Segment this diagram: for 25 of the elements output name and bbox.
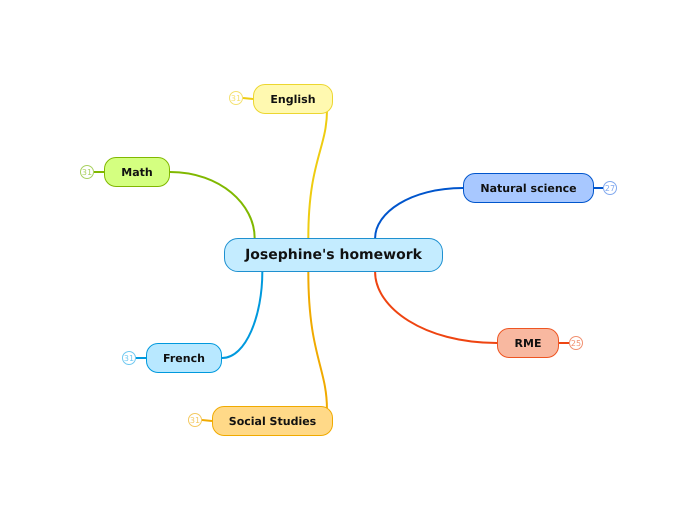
central-topic: Josephine's homework — [224, 238, 443, 272]
branch-line — [559, 342, 569, 344]
branch-line — [136, 357, 146, 359]
branch-line — [374, 272, 498, 344]
branch-line — [94, 171, 104, 173]
topic-node: Natural science — [463, 173, 594, 203]
topic-node: Social Studies — [212, 406, 333, 436]
topic-node: Math — [104, 157, 170, 187]
topic-node: RME — [497, 328, 559, 358]
topic-node: French — [146, 343, 222, 373]
branch-line — [202, 419, 212, 422]
branch-line — [170, 171, 256, 238]
branch-line — [222, 272, 264, 359]
branch-line — [307, 272, 328, 410]
count-badge: 31 — [229, 91, 243, 105]
branch-line — [307, 110, 328, 238]
count-badge: 31 — [122, 351, 136, 365]
topic-node: English — [253, 84, 333, 114]
count-badge: 25 — [569, 336, 583, 350]
branch-line — [242, 97, 254, 100]
branch-line — [594, 187, 603, 189]
count-badge: 31 — [188, 413, 202, 427]
branch-line — [374, 187, 464, 238]
count-badge: 27 — [603, 181, 617, 195]
count-badge: 31 — [80, 165, 94, 179]
